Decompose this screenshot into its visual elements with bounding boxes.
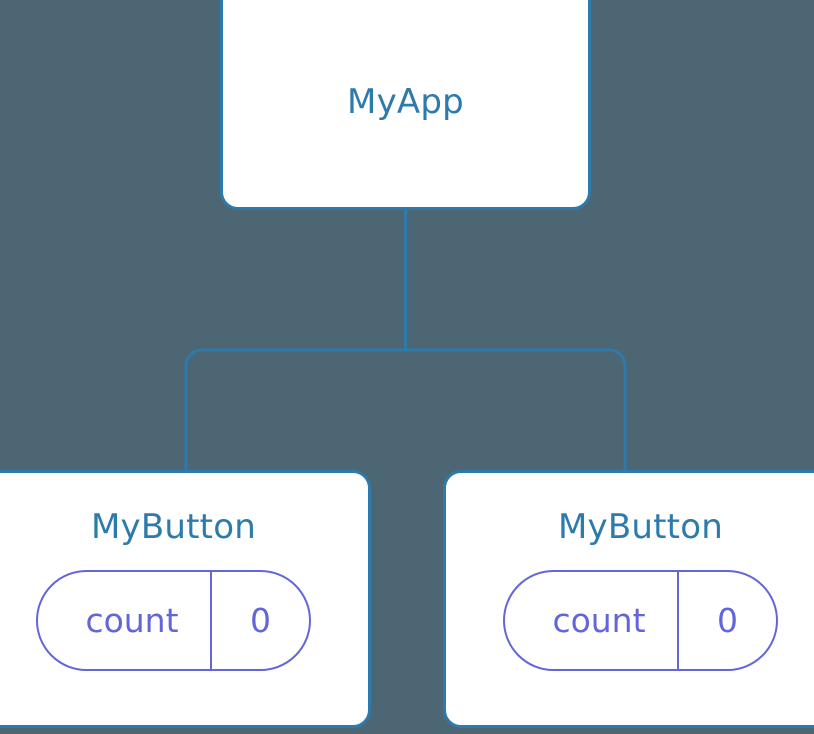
connector-to-left-child — [184, 348, 406, 474]
state-key-label: count — [85, 601, 179, 641]
state-value-label: 0 — [210, 572, 309, 670]
state-pill[interactable]: count 0 — [36, 570, 311, 672]
node-root-title: MyApp — [347, 82, 464, 123]
state-pill[interactable]: count 0 — [503, 570, 778, 672]
node-child-title: MyButton — [91, 507, 256, 547]
state-key-label: count — [552, 601, 646, 641]
node-child-mybutton-2[interactable]: MyButton count 0 — [443, 470, 814, 728]
node-child-mybutton-1[interactable]: MyButton count 0 — [0, 470, 371, 728]
node-child-title: MyButton — [558, 507, 723, 547]
state-value-label: 0 — [677, 572, 776, 670]
connector-to-right-child — [405, 348, 627, 474]
node-root-myapp[interactable]: MyApp — [220, 0, 591, 210]
